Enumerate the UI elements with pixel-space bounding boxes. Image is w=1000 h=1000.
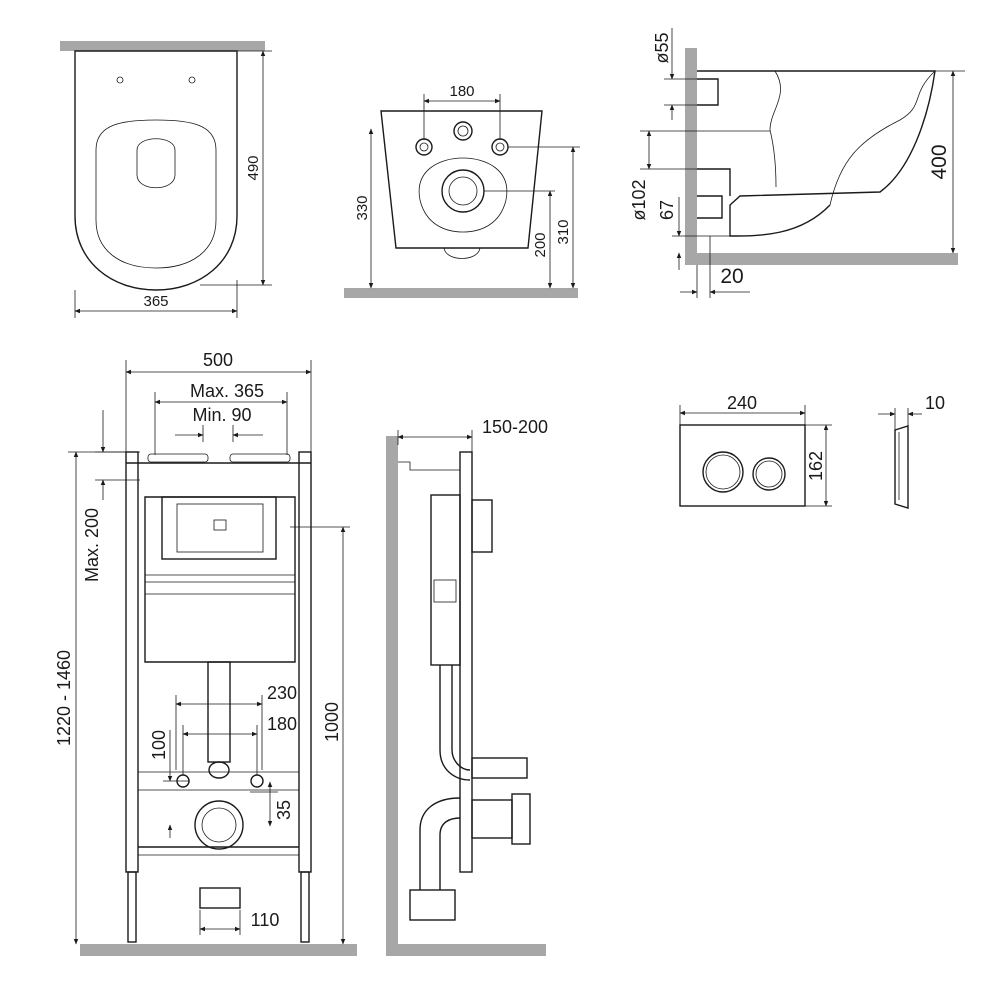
frame-front-view: 500 Max. 365 Min. 90 Max. 200 1220 - 146… [54,350,357,956]
waste-pipe-side [409,889,456,921]
toilet-front-view: 180 330 310 200 [344,83,580,298]
wall-hatch [60,41,265,51]
label-max365: Max. 365 [190,381,264,401]
floor-hatch [80,944,357,956]
outlet-stub [697,168,731,219]
leg-right [300,871,310,943]
floor-hatch [344,288,578,298]
toilet-top-view: 365 490 [60,41,272,318]
seat-opening [136,138,176,188]
leg-left [127,871,137,943]
frame-upright-left [125,451,139,873]
flush-plate [679,424,806,507]
bottom-lip [443,247,481,259]
waste-pipe [199,887,241,909]
label-330: 330 [354,195,371,220]
label-dia102: ø102 [629,179,649,220]
flush-pipe [207,661,231,763]
label-490: 490 [245,155,262,180]
frame-upright-side [459,451,473,873]
frame-side-view: 150-200 [386,417,548,956]
label-dia55: ø55 [652,32,672,63]
label-1220-1460: 1220 - 1460 [54,650,74,746]
flush-button-small [752,457,786,491]
label-365: 365 [143,293,168,310]
label-200: 200 [532,232,549,257]
wall-hatch [386,436,398,956]
back-outline [380,110,543,249]
bowl-inner-line [769,70,781,188]
label-400: 400 [928,144,951,179]
hinge-hole-right [188,76,196,84]
outlet [194,800,244,850]
label-230: 230 [267,683,297,703]
cistern-side [430,494,461,666]
label-180: 180 [267,714,297,734]
bowl-outline [74,50,238,291]
waste-bend [419,797,461,890]
label-100: 100 [149,730,169,760]
cistern [144,496,296,663]
label-150-200: 150-200 [482,417,548,437]
flush-plate-profile [894,425,909,509]
inlet-connector [471,757,528,779]
label-110: 110 [251,910,280,930]
label-min90: Min. 90 [192,405,251,425]
stud-hole-left [415,138,433,156]
inlet-hole [453,121,473,141]
stud-right [250,774,264,788]
flush-plate-front: 240 162 [679,393,832,507]
flush-button-large [702,451,744,493]
outlet-recess [418,157,508,233]
label-162: 162 [806,451,826,481]
seat-outline [95,119,217,269]
bowl-profile [697,70,936,237]
label-max200: Max. 200 [82,508,102,582]
wall-bracket [398,461,460,471]
label-180: 180 [449,83,474,100]
label-240: 240 [727,393,757,413]
label-67: 67 [657,200,677,220]
hinge-hole-left [116,76,124,84]
label-35: 35 [274,800,294,820]
bowl-inner-rim [829,70,936,206]
flush-plate-housing [471,499,493,553]
label-10: 10 [925,393,945,413]
toilet-side-view: ø55 ø102 67 400 20 [629,28,965,298]
label-1000: 1000 [322,702,342,742]
floor-hatch [685,253,958,265]
inlet-stub [697,78,719,106]
outlet-hole [441,169,485,213]
label-20: 20 [720,265,743,288]
stud-hole-right [491,138,509,156]
flush-pipe-side [439,665,471,781]
flush-plate-side: 10 [878,393,945,509]
label-500: 500 [203,350,233,370]
label-310: 310 [555,219,572,244]
floor-hatch [386,944,546,956]
flush-panel-opening [161,496,277,560]
frame-upright-right [298,451,312,873]
wall-hatch [685,48,697,258]
